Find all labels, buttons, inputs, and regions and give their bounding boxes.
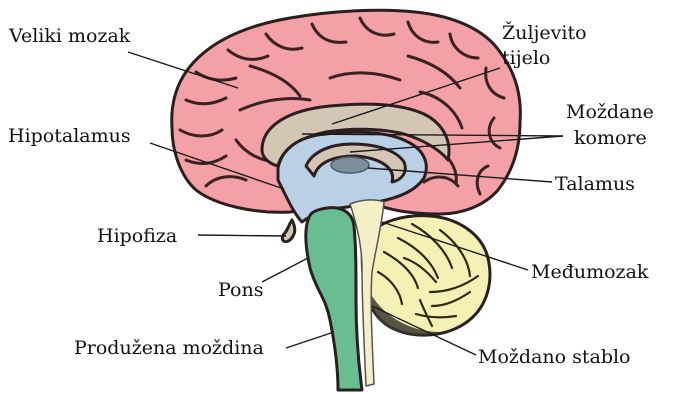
pituitary bbox=[282, 220, 294, 242]
label-zuljevito-line1: Žuljevito bbox=[502, 21, 587, 44]
label-pons: Pons bbox=[218, 279, 263, 301]
cerebellum bbox=[362, 216, 490, 336]
label-mozdano-stablo: Moždano stablo bbox=[478, 346, 631, 368]
brainstem bbox=[306, 208, 362, 390]
leader-produzena-mozdina bbox=[286, 332, 334, 348]
label-produzena-mozdina: Produžena moždina bbox=[74, 337, 264, 359]
label-veliki-mozak: Veliki mozak bbox=[8, 25, 131, 47]
label-hipotalamus: Hipotalamus bbox=[8, 125, 131, 147]
leader-hipofiza bbox=[198, 235, 286, 236]
label-talamus: Talamus bbox=[555, 173, 635, 195]
label-hipofiza: Hipofiza bbox=[97, 225, 177, 247]
thalamus bbox=[331, 157, 369, 173]
leader-pons bbox=[262, 258, 308, 282]
label-mozdane-line2: komore bbox=[574, 127, 647, 149]
label-medjumozak: Međumozak bbox=[531, 261, 649, 283]
label-mozdane-line1: Moždane bbox=[566, 101, 654, 123]
label-zuljevito-line2: tijelo bbox=[502, 47, 550, 69]
